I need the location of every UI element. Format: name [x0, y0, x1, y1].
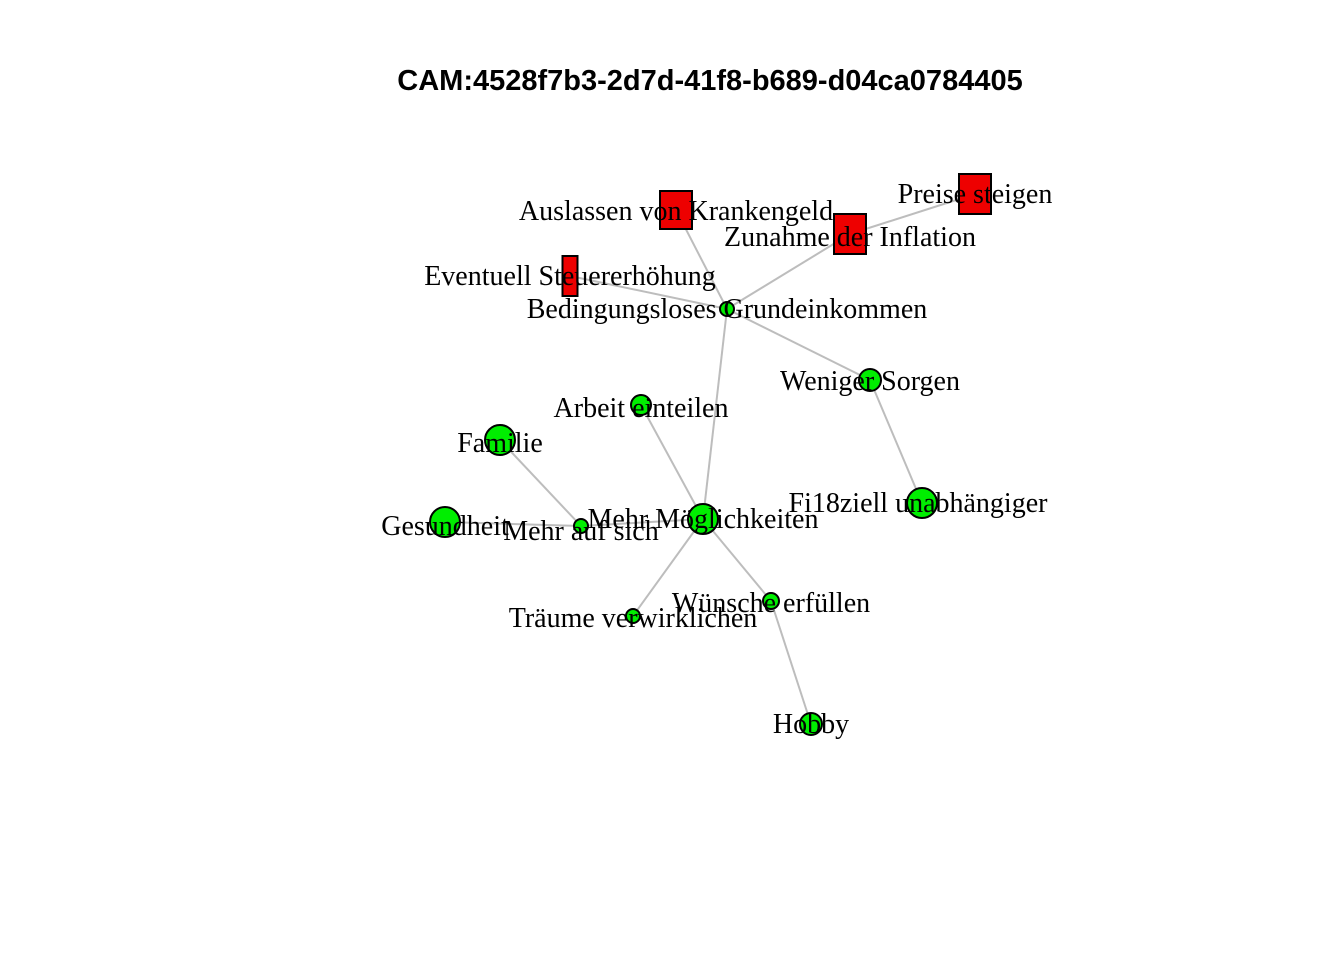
node-label: Mehr auf sich: [503, 516, 659, 547]
node-negative-square: [659, 190, 693, 230]
node-positive-circle: [687, 503, 719, 535]
node-label: Eventuell Steuererhöhung: [424, 261, 716, 292]
edge-n3-n2: [849, 193, 976, 235]
edge-n12-n11: [580, 518, 704, 527]
node-positive-circle: [906, 487, 938, 519]
node-positive-circle: [573, 518, 589, 534]
nodes-layer: [429, 173, 992, 736]
node-positive-circle: [429, 506, 461, 538]
node-positive-circle: [719, 301, 735, 317]
node-label: Familie: [457, 428, 543, 459]
node-positive-circle: [625, 608, 641, 624]
node-label: Preise steigen: [898, 179, 1053, 210]
labels-layer: Auslassen von Krankengeld Preise steigenZ…: [381, 179, 1052, 740]
node-label: Zunahme der Inflation: [724, 222, 976, 253]
node-label: Bedingungsloses Grundeinkommen: [527, 294, 928, 325]
edge-n7-n12: [640, 404, 704, 520]
node-label: Wünsche erfüllen: [672, 588, 870, 619]
node-negative-square: [833, 213, 867, 255]
edge-n11-n8: [499, 439, 582, 527]
edge-n5-n6: [726, 308, 871, 381]
node-label: Arbeit einteilen: [554, 393, 729, 424]
edge-n12-n13: [702, 518, 772, 602]
node-label: Fi18ziell unabhängiger: [789, 488, 1049, 519]
node-positive-circle: [858, 368, 882, 392]
node-positive-circle: [799, 712, 823, 736]
node-label: Hobby: [773, 709, 849, 740]
diagram-title: CAM:4528f7b3-2d7d-41f8-b689-d04ca0784405: [397, 65, 1022, 97]
node-positive-circle: [630, 394, 652, 416]
edge-n12-n14: [632, 518, 704, 617]
edge-n5-n12: [702, 308, 728, 520]
edge-n11-n10: [444, 521, 582, 527]
node-label: Weniger Sorgen: [780, 366, 960, 397]
node-label: Mehr Möglichkeiten: [588, 504, 819, 535]
node-positive-circle: [762, 592, 780, 610]
node-label: Träume verwirklichen: [509, 603, 758, 634]
edge-n5-n3: [726, 233, 851, 310]
edge-n6-n9: [869, 379, 923, 504]
edge-n5-n4: [569, 275, 728, 310]
edges-layer: [444, 193, 976, 725]
node-negative-square: [958, 173, 992, 215]
node-label: Auslassen von Krankengeld: [519, 196, 833, 227]
node-positive-circle: [484, 424, 516, 456]
node-negative-square: [561, 255, 579, 297]
node-label: Gesundheit: [381, 511, 509, 542]
edge-n13-n15: [770, 600, 812, 725]
